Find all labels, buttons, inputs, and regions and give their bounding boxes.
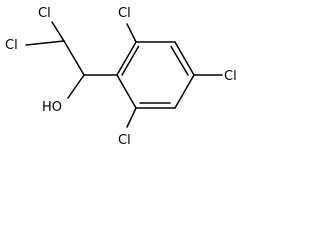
ring-bond-c1-c2-inner: [121, 45, 140, 76]
bond-chcl2-to-choh: [63, 40, 85, 76]
label-hydroxyl: HO: [42, 100, 62, 115]
ring-substituent-bonds: [126, 23, 223, 128]
bond-ring-to-cl-top: [126, 23, 137, 43]
bond-cl-left-to-chcl2: [25, 40, 65, 46]
bond-ring-to-cl-bottom: [126, 107, 137, 128]
atom-labels: Cl Cl HO Cl Cl Cl: [5, 6, 237, 148]
side-chain-bonds: [25, 21, 118, 99]
label-cl-ring-right: Cl: [224, 69, 237, 84]
ring-bond-c3-c4: [174, 41, 195, 76]
bond-cl-top-to-chcl2: [51, 21, 65, 42]
ring-bond-c6-c1: [116, 74, 137, 109]
label-cl-ring-top: Cl: [118, 6, 131, 21]
label-cl-left: Cl: [5, 38, 18, 53]
benzene-ring-bonds: [116, 41, 195, 109]
structure-diagram: Cl Cl HO Cl Cl Cl: [5, 6, 237, 148]
ring-bond-c3-c4-inner: [170, 45, 189, 76]
label-cl-ring-bottom: Cl: [118, 133, 131, 148]
ring-bond-c1-c2: [116, 41, 137, 76]
ring-bond-c4-c5: [174, 74, 195, 109]
label-cl-top-left: Cl: [38, 6, 51, 21]
bond-choh-to-ho: [67, 74, 85, 99]
